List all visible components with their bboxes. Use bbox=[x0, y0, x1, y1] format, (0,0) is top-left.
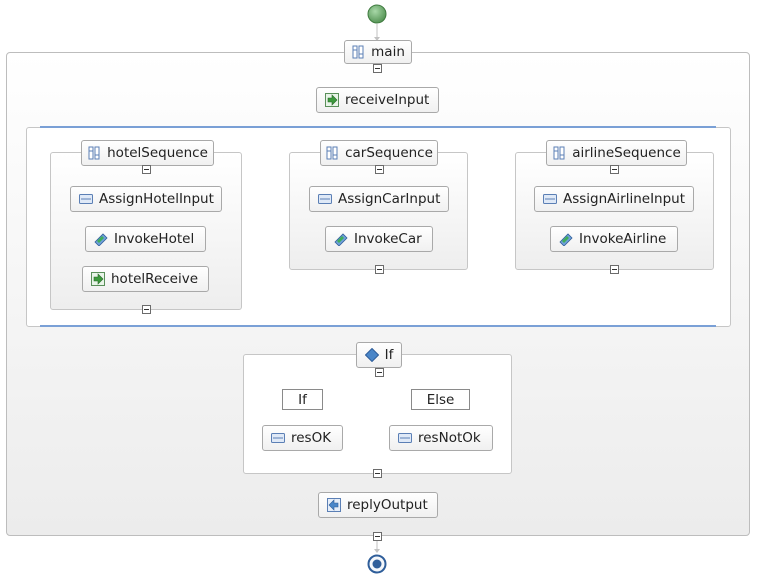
start-node[interactable] bbox=[367, 4, 387, 24]
sequence-icon bbox=[87, 146, 101, 160]
assign-hotel-input-node[interactable]: AssignHotelInput bbox=[70, 186, 222, 212]
hotel-sequence-collapse-toggle[interactable] bbox=[142, 165, 151, 174]
main-sequence-node[interactable]: main bbox=[344, 40, 412, 64]
assign-icon bbox=[543, 192, 557, 206]
assign-icon bbox=[79, 192, 93, 206]
invoke-icon bbox=[559, 232, 573, 247]
main-end-toggle[interactable] bbox=[373, 532, 382, 541]
else-branch-label[interactable]: Else bbox=[411, 389, 470, 410]
if-end-toggle[interactable] bbox=[373, 469, 382, 478]
sequence-icon bbox=[351, 45, 365, 59]
else-branch-text: Else bbox=[426, 391, 455, 408]
res-not-ok-node[interactable]: resNotOk bbox=[389, 425, 493, 451]
hotel-receive-node[interactable]: hotelReceive bbox=[82, 266, 209, 292]
invoke-icon bbox=[334, 232, 348, 247]
invoke-car-label: InvokeCar bbox=[354, 231, 422, 247]
res-not-ok-label: resNotOk bbox=[418, 430, 481, 446]
main-collapse-toggle[interactable] bbox=[373, 64, 382, 73]
flow-separator-top bbox=[40, 126, 716, 128]
invoke-hotel-node[interactable]: InvokeHotel bbox=[85, 226, 206, 252]
reply-output-node[interactable]: replyOutput bbox=[318, 492, 438, 518]
car-sequence-node[interactable]: carSequence bbox=[320, 140, 438, 166]
assign-car-input-label: AssignCarInput bbox=[338, 191, 441, 207]
assign-car-input-node[interactable]: AssignCarInput bbox=[309, 186, 449, 212]
sequence-icon bbox=[325, 146, 339, 160]
car-sequence-end-toggle[interactable] bbox=[375, 265, 384, 274]
hotel-sequence-label: hotelSequence bbox=[107, 145, 208, 161]
res-ok-node[interactable]: resOK bbox=[262, 425, 343, 451]
end-node[interactable] bbox=[367, 554, 387, 574]
res-ok-label: resOK bbox=[291, 430, 332, 446]
assign-icon bbox=[398, 431, 412, 445]
assign-airline-input-node[interactable]: AssignAirlineInput bbox=[534, 186, 694, 212]
if-collapse-toggle[interactable] bbox=[375, 368, 384, 377]
flow-separator-bottom bbox=[40, 325, 716, 327]
if-branch-text: If bbox=[298, 391, 307, 408]
reply-output-label: replyOutput bbox=[347, 497, 428, 513]
car-sequence-collapse-toggle[interactable] bbox=[375, 165, 384, 174]
hotel-sequence-end-toggle[interactable] bbox=[142, 305, 151, 314]
receive-input-label: receiveInput bbox=[345, 92, 430, 108]
receive-input-node[interactable]: receiveInput bbox=[316, 87, 439, 113]
if-diamond-icon bbox=[364, 347, 379, 363]
hotel-sequence-node[interactable]: hotelSequence bbox=[81, 140, 214, 166]
receive-icon bbox=[325, 93, 339, 107]
invoke-airline-label: InvokeAirline bbox=[579, 231, 667, 247]
hotel-receive-label: hotelReceive bbox=[111, 271, 199, 287]
airline-sequence-label: airlineSequence bbox=[572, 145, 681, 161]
invoke-hotel-label: InvokeHotel bbox=[114, 231, 195, 247]
invoke-car-node[interactable]: InvokeCar bbox=[325, 226, 433, 252]
airline-sequence-node[interactable]: airlineSequence bbox=[546, 140, 687, 166]
car-sequence-label: carSequence bbox=[345, 145, 433, 161]
assign-icon bbox=[271, 431, 285, 445]
sequence-icon bbox=[552, 146, 566, 160]
if-node[interactable]: If bbox=[356, 342, 402, 368]
main-label: main bbox=[371, 44, 405, 60]
reply-icon bbox=[327, 498, 341, 512]
assign-hotel-input-label: AssignHotelInput bbox=[99, 191, 214, 207]
assign-airline-input-label: AssignAirlineInput bbox=[563, 191, 686, 207]
invoke-icon bbox=[94, 232, 108, 247]
if-branch-label[interactable]: If bbox=[282, 389, 323, 410]
airline-sequence-collapse-toggle[interactable] bbox=[610, 165, 619, 174]
receive-icon bbox=[91, 272, 105, 286]
airline-sequence-end-toggle[interactable] bbox=[610, 265, 619, 274]
assign-icon bbox=[318, 192, 332, 206]
invoke-airline-node[interactable]: InvokeAirline bbox=[550, 226, 678, 252]
if-label: If bbox=[384, 347, 394, 363]
